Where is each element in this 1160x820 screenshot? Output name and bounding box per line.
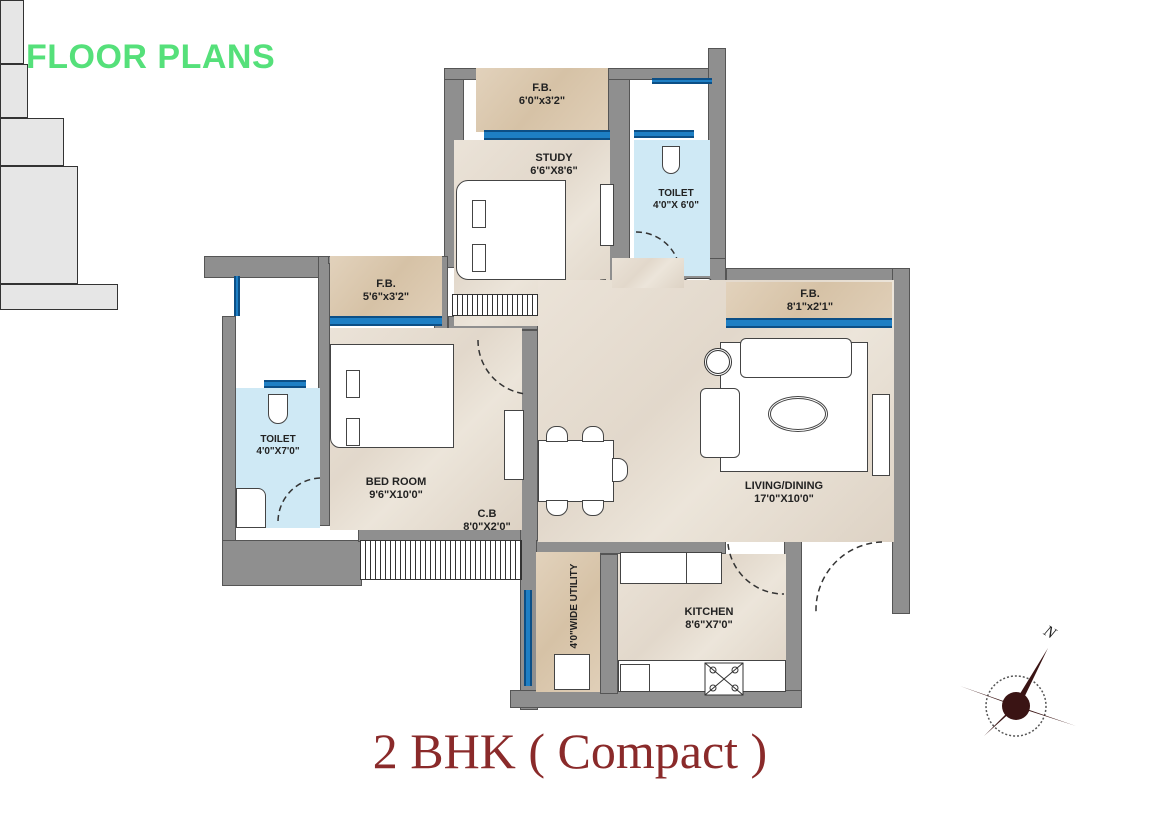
room-size: 6'0"x3'2": [518, 95, 566, 108]
window: [234, 276, 240, 316]
room-label-study: STUDY 6'6"X8'6": [510, 152, 598, 178]
tv-unit: [504, 410, 524, 480]
washbasin-icon: [236, 488, 266, 528]
wardrobe: [360, 540, 522, 580]
wall: [510, 690, 802, 708]
room-name: STUDY: [535, 152, 573, 164]
room-fb-right: [726, 282, 892, 320]
room-label-toilet-left: TOILET 4'0"X7'0": [244, 434, 312, 458]
pillow: [346, 370, 360, 398]
side-table: [704, 348, 732, 376]
room-fb-top: [476, 68, 608, 132]
room-label-utility: 4'0"WIDE UTILITY: [569, 551, 581, 661]
compass-rose-icon: [960, 648, 1076, 737]
room-size: 6'6"X8'6": [530, 165, 578, 178]
door-swing: [477, 339, 527, 395]
window: [330, 316, 442, 326]
room-name: C.B: [477, 508, 497, 520]
sink-icon: [620, 664, 650, 692]
shaft-duct: [0, 166, 78, 284]
dining-chair: [612, 458, 628, 482]
tv-unit: [872, 394, 890, 476]
pillow: [472, 200, 486, 228]
desk: [600, 184, 614, 246]
door-swing: [635, 231, 681, 271]
coffee-table: [768, 396, 828, 432]
pillow: [346, 418, 360, 446]
wall: [222, 540, 362, 586]
sofa: [740, 338, 852, 378]
room-size: 9'6"X10'0": [369, 489, 423, 502]
wardrobe: [452, 294, 552, 316]
refrigerator-icon: [686, 552, 722, 584]
washing-machine-icon: [554, 654, 590, 690]
window: [652, 78, 712, 84]
wall: [204, 256, 328, 278]
room-living-dining-ext: [612, 258, 684, 288]
room-name: F.B.: [532, 82, 552, 94]
window: [524, 590, 532, 686]
room-size: 4'0"X 6'0": [653, 200, 699, 211]
shaft-duct: [0, 64, 28, 118]
room-label-bedroom: BED ROOM 9'6"X10'0": [340, 476, 452, 502]
room-size: 8'6"X7'0": [685, 619, 733, 632]
room-size: 8'1"x2'1": [786, 301, 834, 314]
room-name: KITCHEN: [684, 606, 734, 618]
room-label-fb-top: F.B. 6'0"x3'2": [500, 82, 584, 108]
dining-table: [538, 440, 614, 502]
room-name: LIVING/DINING: [744, 480, 824, 492]
room-label-fb-right: F.B. 8'1"x2'1": [760, 288, 860, 314]
shaft-duct: [0, 118, 64, 166]
room-label-cb: C.B 8'0"X2'0": [454, 508, 520, 534]
wc-icon: [268, 394, 288, 424]
window: [726, 318, 892, 328]
shaft-duct: [0, 284, 118, 310]
wall: [892, 268, 910, 614]
page-title: FLOOR PLANS: [26, 38, 276, 76]
room-name: TOILET: [260, 434, 296, 445]
floor-plan: F.B. 6'0"x3'2" STUDY 6'6"X8'6" TOILET 4'…: [0, 0, 910, 710]
shaft-duct: [0, 0, 24, 64]
room-name: F.B.: [800, 288, 820, 300]
dining-chair: [582, 500, 604, 516]
room-name: 4'0"WIDE UTILITY: [569, 563, 580, 649]
plan-title: 2 BHK ( Compact ): [372, 723, 768, 779]
door-swing: [277, 477, 321, 523]
room-size: 5'6"x3'2": [362, 291, 410, 304]
room-label-kitchen: KITCHEN 8'6"X7'0": [654, 606, 764, 632]
room-label-living-dining: LIVING/DINING 17'0"X10'0": [722, 480, 846, 506]
dining-chair: [582, 426, 604, 442]
pillow: [472, 244, 486, 272]
armchair: [700, 388, 740, 458]
room-fb-left: [330, 256, 442, 318]
window: [484, 130, 610, 140]
wc-icon: [662, 146, 680, 174]
compass: N: [956, 618, 1086, 748]
room-name: BED ROOM: [365, 476, 427, 488]
room-name: F.B.: [376, 278, 396, 290]
room-name: TOILET: [658, 188, 694, 199]
door-swing: [727, 543, 785, 595]
dining-chair: [546, 426, 568, 442]
room-label-fb-left: F.B. 5'6"x3'2": [340, 278, 432, 304]
window: [264, 380, 306, 388]
dining-chair: [546, 500, 568, 516]
main-door-swing: [815, 541, 883, 613]
wall: [600, 554, 618, 694]
room-size: 8'0"X2'0": [463, 521, 511, 534]
window: [634, 130, 694, 138]
room-label-toilet-top: TOILET 4'0"X 6'0": [644, 188, 708, 212]
room-size: 4'0"X7'0": [256, 446, 300, 457]
hob-icon: [704, 662, 744, 696]
room-size: 17'0"X10'0": [754, 493, 814, 506]
